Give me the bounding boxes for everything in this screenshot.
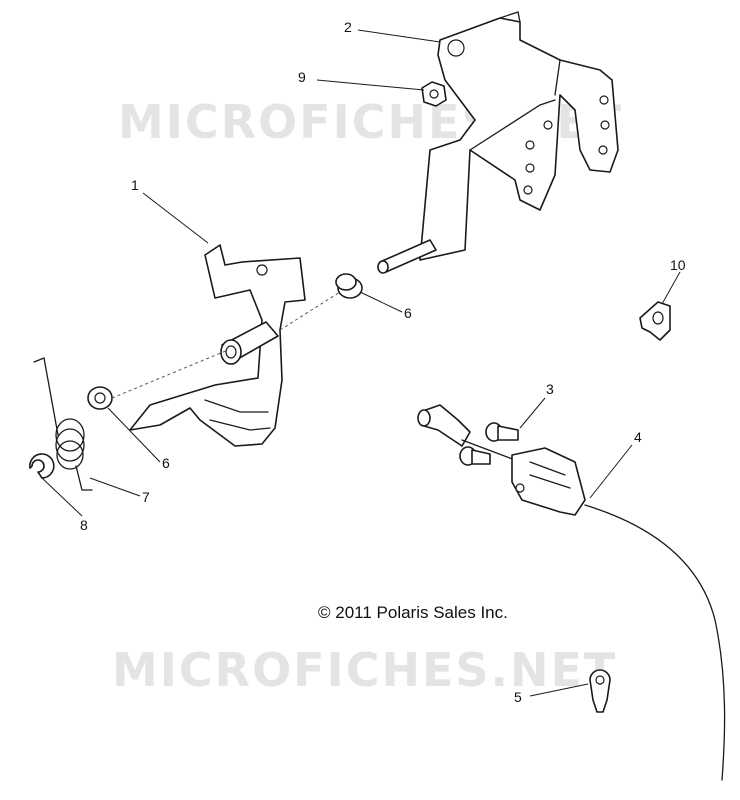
torsion-spring-part-7	[33, 357, 93, 491]
mounting-bracket-part-2	[377, 11, 619, 274]
callout-4: 4	[634, 429, 642, 445]
callout-7: 7	[142, 489, 150, 505]
callout-2: 2	[344, 19, 352, 35]
bolt-part-3	[459, 422, 519, 466]
watermark-bottom: MICROFICHES.NET	[112, 643, 617, 697]
callout-9: 9	[298, 69, 306, 85]
bushing-part-6-upper	[335, 273, 363, 299]
callout-3: 3	[546, 381, 554, 397]
callout-6-lower: 6	[162, 455, 170, 471]
callout-8: 8	[80, 517, 88, 533]
callout-6-upper: 6	[404, 305, 412, 321]
callout-1: 1	[131, 177, 139, 193]
copyright-notice: © 2011 Polaris Sales Inc.	[318, 603, 508, 622]
leader-lines	[41, 29, 681, 697]
pedal-arm-part-1	[129, 244, 306, 447]
bushing-part-6-lower	[87, 386, 113, 410]
cable-assembly-part-4	[417, 404, 726, 781]
clip-part-10	[639, 301, 671, 341]
callout-10: 10	[670, 257, 686, 273]
e-clip-part-8	[29, 453, 55, 479]
callout-5: 5	[514, 689, 522, 705]
push-clip-part-5	[589, 669, 611, 713]
nut-part-9	[421, 81, 447, 107]
